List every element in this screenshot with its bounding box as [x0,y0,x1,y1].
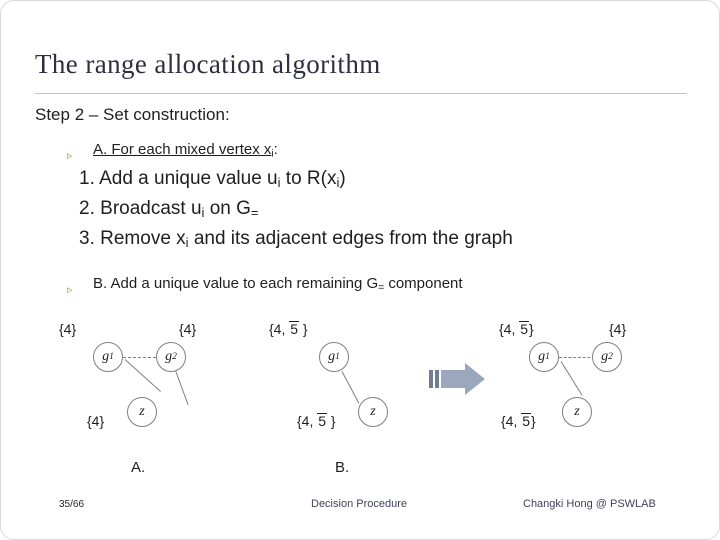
right-arrow-icon [429,363,491,395]
diagram-c-edge-g1-z [560,361,583,396]
numbered-item-2-text: Broadcast u [100,198,202,219]
sub-item-a: A. For each mixed vertex xi: [93,141,278,160]
diagram-b-set-label-z: {4, 5 } [297,413,336,429]
diagram-b-set-label-g1: {4, 5 } [269,321,308,337]
numbered-item-2-text2: on G [204,198,251,219]
sub-item-b-tail: component [384,275,463,292]
numbered-item-1-text2: to R(x [280,168,337,189]
numbered-item-1-sub2: i [336,175,340,191]
numbered-item-2: 2. Broadcast ui on G= [79,198,258,220]
diagram-b-node-z: z [358,397,388,427]
sub-item-a-tail: : [273,141,278,158]
numbered-item-3-text2: and its adjacent edges from the graph [188,228,513,249]
diagram-a-set-label-g2: {4} [179,321,197,337]
diagram-c-set-label-z: {4, 5} [501,413,536,429]
sub-item-b-subscript: = [378,282,385,294]
diagram-c-edge-g1-g2 [559,357,595,358]
sub-item-b-label: B. Add a unique value to each remaining … [93,275,379,292]
diagram-a-set-label-z: {4} [87,413,105,429]
step-heading: Step 2 – Set construction: [35,105,230,124]
numbered-item-2-number: 2. [79,198,95,219]
bullet-arrow-icon-b: ▹ [67,284,73,296]
footer-center-text: Decision Procedure [311,498,407,510]
diagram-a-node-z: z [127,397,157,427]
numbered-item-3: 3. Remove xi and its adjacent edges from… [79,228,513,250]
bullet-arrow-icon-a: ▹ [67,150,73,162]
numbered-item-1: 1. Add a unique value ui to R(xi) [79,168,346,190]
numbered-item-3-sub: i [185,235,189,251]
sub-item-a-label: A. For each mixed vertex x [93,141,272,158]
page-number: 35/66 [59,499,85,510]
title-divider [35,93,687,94]
diagram-a-node-g1-sub: 1 [109,352,114,362]
footer-right-text: Changki Hong @ PSWLAB [523,498,656,510]
diagram-a-set-label-g1: {4} [59,321,77,337]
diagram-c-node-g1-sub: 1 [545,352,550,362]
diagram-b-caption: B. [335,459,350,476]
diagram-b-node-g1-sub: 1 [335,352,340,362]
numbered-item-1-number: 1. [79,168,95,189]
sub-item-b: B. Add a unique value to each remaining … [93,275,463,294]
diagram-a-node-g2-sub: 2 [172,352,177,362]
diagram-a-caption: A. [131,459,146,476]
numbered-item-1-sub: i [277,175,281,191]
diagram-a-edge-g1-z [124,359,162,392]
diagram-a-edge-g1-g2 [123,357,161,358]
numbered-item-2-sub: i [201,205,205,221]
numbered-item-1-text: Add a unique value u [99,168,278,189]
diagram-c-node-z: z [562,397,592,427]
page-title: The range allocation algorithm [35,49,381,79]
numbered-item-3-number: 3. [79,228,95,249]
diagram-b-edge-g1-z [341,371,360,404]
numbered-item-1-tail: ) [339,168,346,189]
numbered-item-3-text: Remove x [100,228,186,249]
diagram-c-set-label-g2: {4} [609,321,627,337]
diagram-c-set-label-g1: {4, 5} [499,321,534,337]
numbered-item-2-sub2: = [250,205,259,221]
diagram-c-node-g2-sub: 2 [608,352,613,362]
sub-item-a-subscript: i [271,148,274,160]
